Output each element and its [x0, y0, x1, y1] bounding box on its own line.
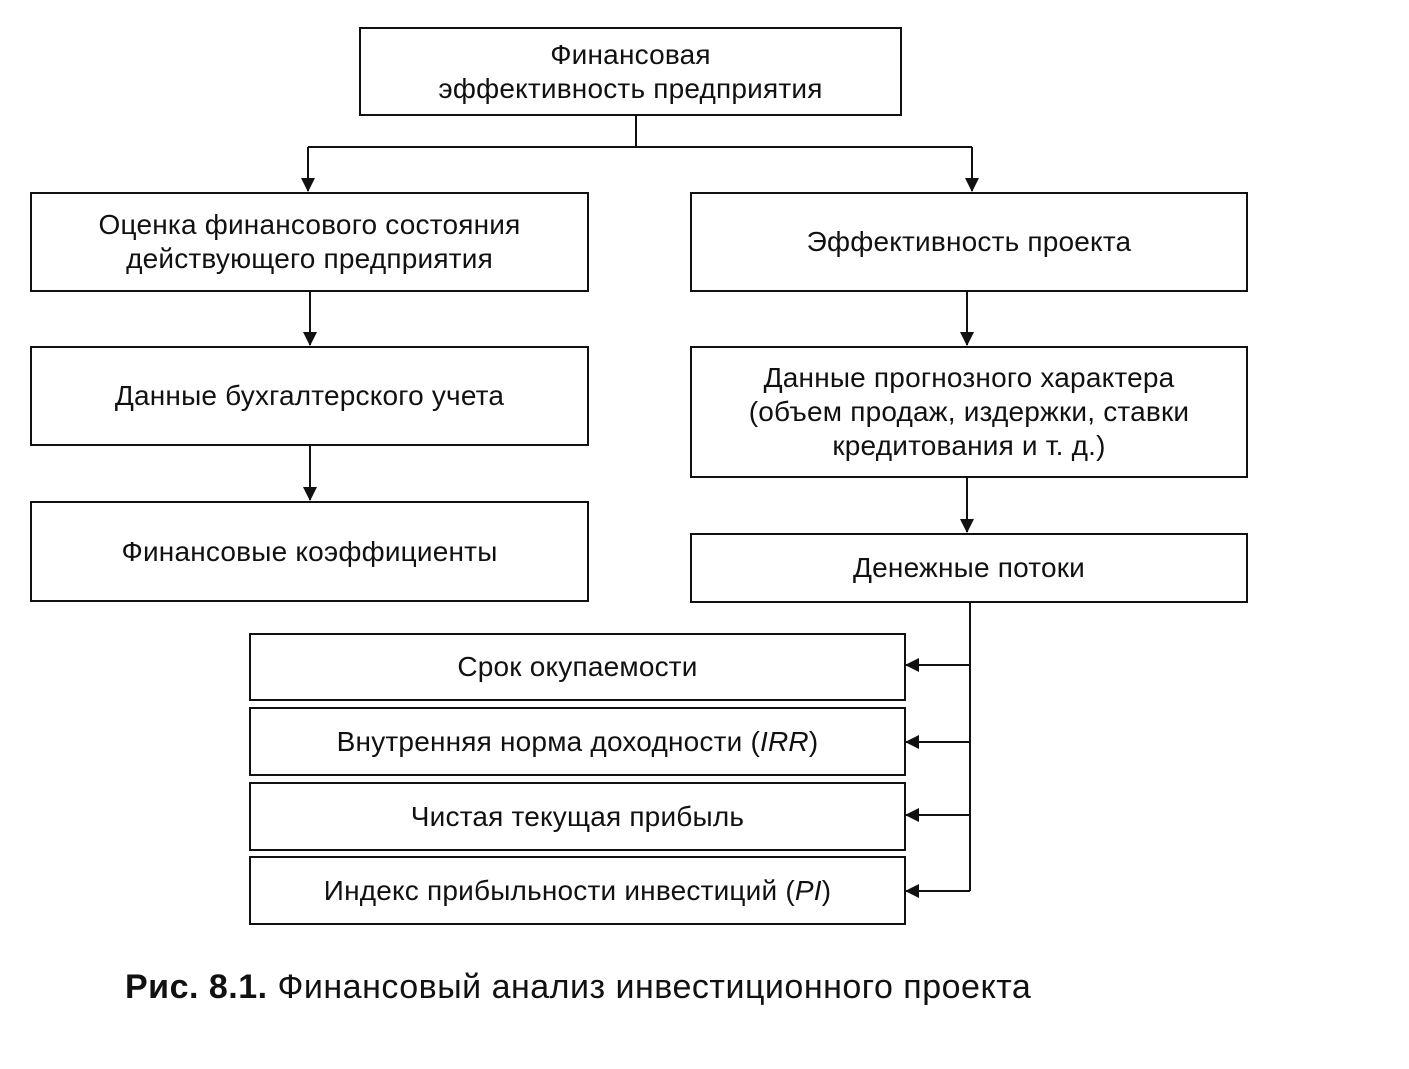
node-forecast-data: Данные прогнозного характера (объем прод… [690, 346, 1248, 478]
figure-caption-text: Финансовый анализ инвестиционного проект… [277, 968, 1032, 1006]
node-line: Внутренняя норма доходности (IRR) [337, 725, 819, 759]
node-line: Индекс прибыльности инвестиций (PI) [324, 874, 832, 908]
irr-text: Внутренняя норма доходности ( [336, 725, 760, 757]
node-line: (объем продаж, издержки, ставки [748, 396, 1190, 427]
node-project-efficiency: Эффективность проекта [690, 192, 1248, 292]
node-profitability-index: Индекс прибыльности инвестиций (PI) [249, 856, 906, 925]
pi-abbr: PI [794, 874, 822, 906]
node-line: Данные прогнозного характера [763, 362, 1175, 393]
node-line: Финансовая [550, 38, 711, 70]
node-irr: Внутренняя норма доходности (IRR) [249, 707, 906, 776]
figure-caption: Рис. 8.1. Финансовый анализ инвестиционн… [125, 966, 1031, 1008]
node-line: Чистая текущая прибыль [410, 800, 745, 832]
node-line: действующего предприятия [126, 243, 493, 274]
node-line: Оценка финансового состояния [98, 209, 521, 240]
node-financial-efficiency: Финансовая эффективность предприятия [359, 27, 902, 116]
node-line: Финансовые коэффициенты [121, 535, 498, 567]
node-cash-flows: Денежные потоки [690, 533, 1248, 603]
node-net-present-profit: Чистая текущая прибыль [249, 782, 906, 851]
node-accounting-data: Данные бухгалтерского учета [30, 346, 589, 446]
figure-caption-label: Рис. 8.1. [125, 968, 268, 1006]
node-financial-state-assessment: Оценка финансового состояния действующег… [30, 192, 589, 292]
node-payback-period: Срок окупаемости [249, 633, 906, 701]
pi-text: Индекс прибыльности инвестиций ( [323, 874, 795, 906]
node-line: Эффективность проекта [806, 226, 1132, 257]
node-line: кредитования и т. д.) [832, 430, 1106, 461]
pi-tail: ) [821, 874, 832, 906]
node-line: Данные бухгалтерского учета [114, 380, 505, 411]
irr-tail: ) [808, 725, 819, 757]
node-line: эффективность предприятия [438, 72, 823, 104]
irr-abbr: IRR [759, 725, 809, 757]
node-line: Срок окупаемости [457, 651, 698, 682]
node-financial-ratios: Финансовые коэффициенты [30, 501, 589, 602]
node-line: Денежные потоки [852, 552, 1086, 583]
